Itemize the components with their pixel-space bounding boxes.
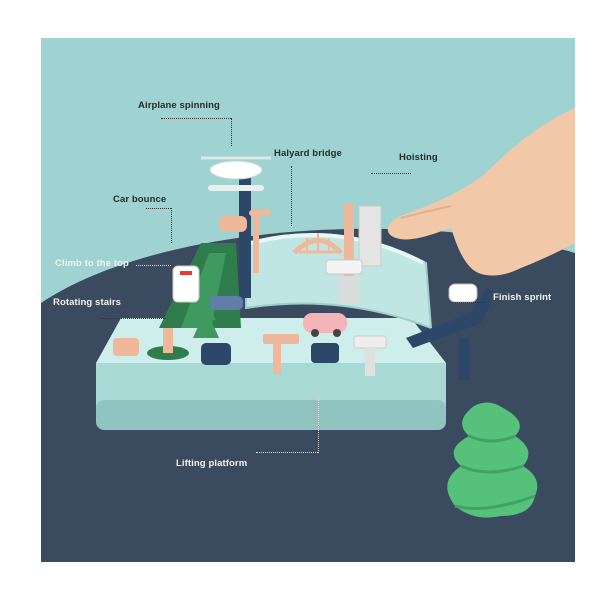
label-rotating-stairs: Rotating stairs [53,297,122,308]
white-car [448,283,478,303]
hoist-lift [338,276,360,304]
label-car-bounce: Car bounce [113,194,167,205]
label-lifting-platform: Lifting platform [176,458,248,469]
ambulance-cross [180,271,192,275]
product-photo: Airplane spinning Halyard bridge Hoistin… [41,38,575,562]
blue-car [209,296,243,310]
rotating-stair-post [163,328,173,353]
wall-rim [250,232,424,265]
airplane-pillar [239,178,251,298]
peach-block [113,338,139,356]
lifting-platform-block [311,343,339,363]
hoist-car [325,259,363,275]
label-finish-sprint: Finish sprint [493,292,552,303]
big-tree [447,402,538,518]
bounce-stick [253,213,259,273]
toy-base-shadow [96,400,446,430]
finish-ramp [406,288,496,348]
airplane-body [209,160,263,180]
label-airplane-spinning: Airplane spinning [138,100,220,111]
small-tree [193,300,219,338]
ambulance-car [172,265,200,303]
bounce-arm [249,210,271,216]
label-hoisting: Hoisting [399,152,438,163]
human-hand [387,108,575,276]
lift-platform-top [353,335,387,349]
ramp-support [459,338,469,380]
toy-playset-illustration [41,38,575,562]
label-climb-to-the-top: Climb to the top [55,258,129,269]
bounce-car [219,216,247,232]
hoist-tower [358,205,382,267]
hoist-pole [344,203,354,298]
peach-platform [263,334,299,344]
label-halyard-bridge: Halyard bridge [274,148,342,159]
pink-car [303,313,347,333]
navy-block [201,343,231,365]
